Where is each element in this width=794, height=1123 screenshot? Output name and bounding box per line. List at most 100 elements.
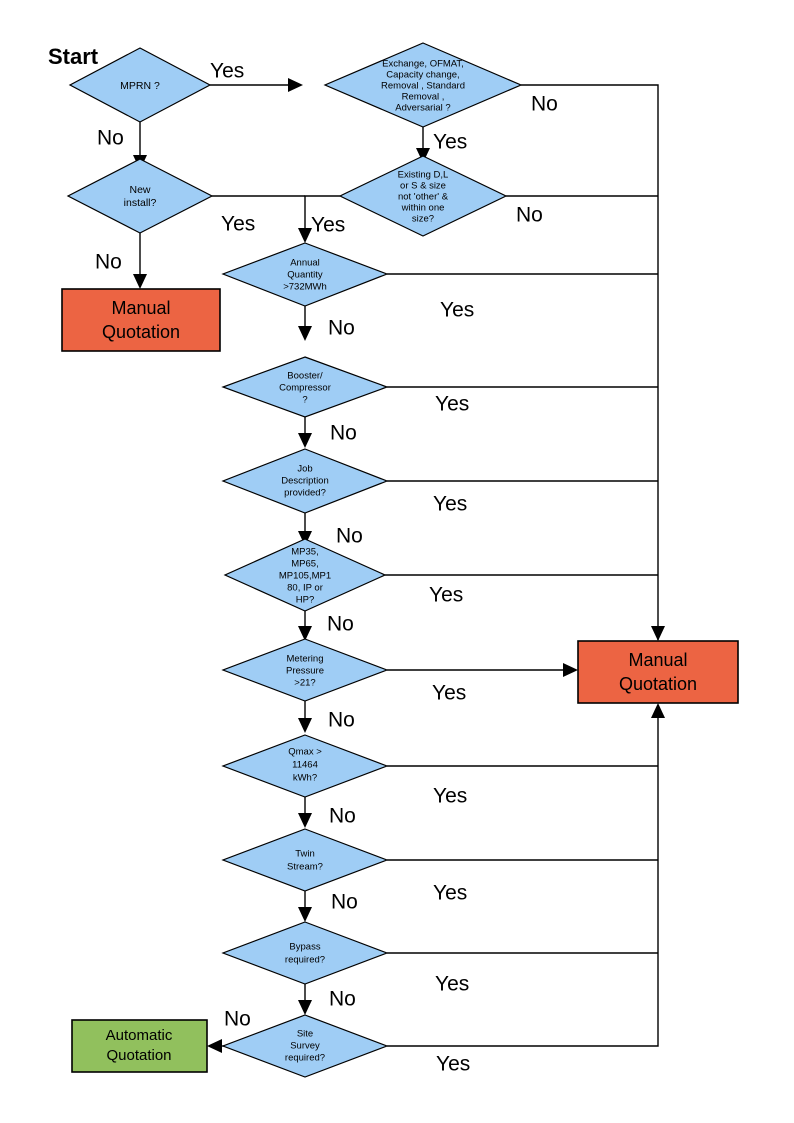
decision-existing-dls[interactable]: Existing D,L or S & size not 'other' & w…: [338, 155, 508, 237]
decision-metering-pressure-label-0: Metering: [287, 654, 324, 665]
arrowhead-trunk-bottom: [651, 703, 665, 718]
decision-booster-label-1: Compressor: [279, 383, 331, 394]
connectors: [133, 78, 665, 1053]
decision-meter-type-label-0: MP35,: [291, 547, 318, 558]
decision-existing-dls-label-2: not 'other' &: [398, 192, 449, 203]
decision-mprn-shape[interactable]: [68, 47, 212, 123]
terminal-manual-right-label-1: Quotation: [619, 674, 697, 694]
decision-exchange-label-1: Capacity change,: [386, 70, 459, 81]
arrowhead-existing-yes: [298, 228, 312, 243]
decision-qmax[interactable]: Qmax > 11464 kWh?: [221, 734, 389, 798]
decision-meter-type-label-1: MP65,: [291, 559, 318, 570]
label-mprn-no: No: [97, 127, 124, 150]
decision-twin-stream-label-0: Twin: [295, 849, 315, 860]
decision-new-install-shape[interactable]: [66, 158, 214, 234]
decision-bypass[interactable]: Bypass required?: [221, 921, 389, 985]
decision-meter-type-label-3: 80, IP or: [287, 583, 323, 594]
label-exchange-yes: Yes: [433, 131, 467, 154]
terminal-automatic[interactable]: Automatic Quotation: [71, 1019, 208, 1073]
decision-job-description-shape[interactable]: [221, 448, 389, 514]
terminal-automatic-shape[interactable]: [71, 1019, 208, 1073]
label-annual-no: No: [328, 317, 355, 340]
decision-booster-label-2: ?: [302, 395, 307, 406]
decision-qmax-label-0: Qmax >: [288, 747, 322, 758]
arrowhead-qmax-no: [298, 813, 312, 828]
decision-job-description[interactable]: Job Description provided?: [221, 448, 389, 514]
terminal-manual-left-shape[interactable]: [61, 288, 221, 352]
terminal-automatic-label-1: Quotation: [106, 1047, 171, 1064]
label-pressure-yes: Yes: [432, 682, 466, 705]
arrowhead-pressure-yes: [563, 663, 578, 677]
label-booster-yes: Yes: [435, 393, 469, 416]
decision-annual-quantity[interactable]: Annual Quantity >732MWh: [221, 242, 389, 307]
decision-site-survey-label-0: Site: [297, 1029, 313, 1040]
decision-mprn[interactable]: MPRN ?: [68, 47, 212, 123]
decision-existing-dls-label-3: within one: [401, 203, 445, 214]
decision-site-survey-shape[interactable]: [221, 1014, 389, 1078]
decision-site-survey[interactable]: Site Survey required?: [221, 1014, 389, 1078]
label-existing-no: No: [516, 204, 543, 227]
terminal-manual-right[interactable]: Manual Quotation: [577, 640, 739, 704]
terminal-manual-left-label-1: Quotation: [102, 322, 180, 342]
decision-exchange-label-2: Removal , Standard: [381, 81, 465, 92]
terminal-automatic-label-0: Automatic: [106, 1027, 173, 1044]
decision-new-install[interactable]: New install?: [66, 158, 214, 234]
label-mprn-yes: Yes: [210, 60, 244, 83]
decision-metering-pressure-shape[interactable]: [221, 638, 389, 702]
arrowhead-mprn-yes: [288, 78, 303, 92]
decision-existing-dls-shape[interactable]: [338, 155, 508, 237]
decision-existing-dls-label-0: Existing D,L: [398, 170, 449, 181]
decision-qmax-shape[interactable]: [221, 734, 389, 798]
label-site-yes: Yes: [436, 1053, 470, 1076]
label-qmax-yes: Yes: [433, 785, 467, 808]
edge-existing-yes: [304, 195, 340, 228]
decision-annual-quantity-label-2: >732MWh: [283, 282, 327, 293]
decision-mprn-label-0: MPRN ?: [120, 80, 160, 92]
label-twin-yes: Yes: [433, 882, 467, 905]
decision-annual-quantity-label-0: Annual: [290, 258, 320, 269]
label-pressure-no: No: [328, 709, 355, 732]
edge-exchange-no: [521, 84, 659, 640]
decision-existing-dls-label-4: size?: [412, 214, 434, 225]
terminal-manual-left-label-0: Manual: [111, 298, 170, 318]
decision-bypass-shape[interactable]: [221, 921, 389, 985]
decision-booster-shape[interactable]: [221, 356, 389, 418]
decision-new-install-label-1: install?: [124, 197, 157, 209]
decision-meter-type-label-2: MP105,MP1: [279, 571, 331, 582]
decision-meter-type-shape[interactable]: [223, 538, 387, 612]
decision-site-survey-label-2: required?: [285, 1053, 325, 1064]
decision-booster-label-0: Booster/: [287, 371, 323, 382]
edge-site-yes: [387, 718, 659, 1047]
label-new-install-no: No: [95, 251, 122, 274]
decision-existing-dls-label-1: or S & size: [400, 181, 446, 192]
arrowhead-pressure-no: [298, 718, 312, 733]
decision-booster[interactable]: Booster/ Compressor ?: [221, 356, 389, 418]
decision-annual-quantity-shape[interactable]: [221, 242, 389, 307]
decision-metering-pressure-label-1: Pressure: [286, 666, 324, 677]
decision-job-description-label-1: Description: [281, 476, 329, 487]
decision-twin-stream-shape[interactable]: [221, 828, 389, 892]
decision-exchange-label-4: Adversarial ?: [395, 103, 450, 114]
decision-twin-stream-label-1: Stream?: [287, 862, 323, 873]
decision-exchange[interactable]: Exchange, OFMAT, Capacity change, Remova…: [323, 42, 523, 128]
label-annual-yes: Yes: [440, 299, 474, 322]
decision-twin-stream[interactable]: Twin Stream?: [221, 828, 389, 892]
decision-metering-pressure[interactable]: Metering Pressure >21?: [221, 638, 389, 702]
arrowhead-bypass-no: [298, 1000, 312, 1015]
decision-qmax-label-2: kWh?: [293, 773, 317, 784]
arrowhead-twin-no: [298, 907, 312, 922]
decision-exchange-shape[interactable]: [323, 42, 523, 128]
decision-bypass-label-1: required?: [285, 955, 325, 966]
arrowhead-meter-no: [298, 626, 312, 641]
arrowhead-annual-no: [298, 326, 312, 341]
edge-labels: Yes No No Yes Yes No Yes No Yes No Yes N…: [95, 60, 558, 1076]
terminal-manual-left[interactable]: Manual Quotation: [61, 288, 221, 352]
label-meter-no: No: [327, 613, 354, 636]
terminal-manual-right-shape[interactable]: [577, 640, 739, 704]
decision-exchange-label-0: Exchange, OFMAT,: [382, 59, 464, 70]
decision-bypass-label-0: Bypass: [289, 942, 320, 953]
terminal-manual-right-label-0: Manual: [628, 650, 687, 670]
label-meter-yes: Yes: [429, 584, 463, 607]
decision-meter-type[interactable]: MP35, MP65, MP105,MP1 80, IP or HP?: [223, 538, 387, 612]
